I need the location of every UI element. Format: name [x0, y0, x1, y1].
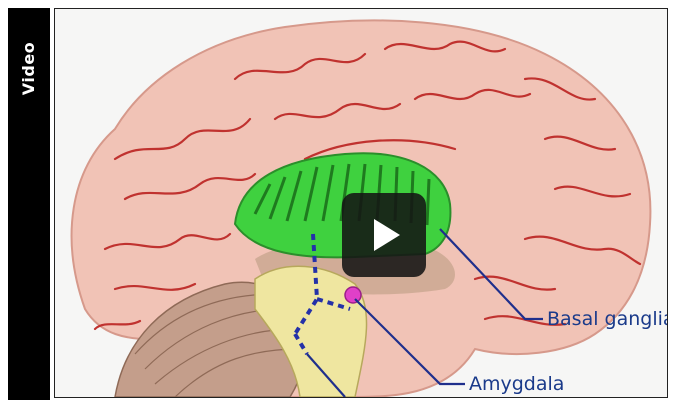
play-icon [362, 213, 406, 257]
side-tab-label-container: Video [8, 8, 50, 128]
label-amygdala: Amygdala [469, 373, 564, 395]
side-tab-label: Video [20, 41, 39, 94]
video-player[interactable]: Basal ganglia Amygdala [54, 8, 668, 398]
amygdala-marker [345, 287, 361, 303]
play-button[interactable] [342, 193, 426, 277]
label-basal-ganglia: Basal ganglia [547, 308, 668, 330]
